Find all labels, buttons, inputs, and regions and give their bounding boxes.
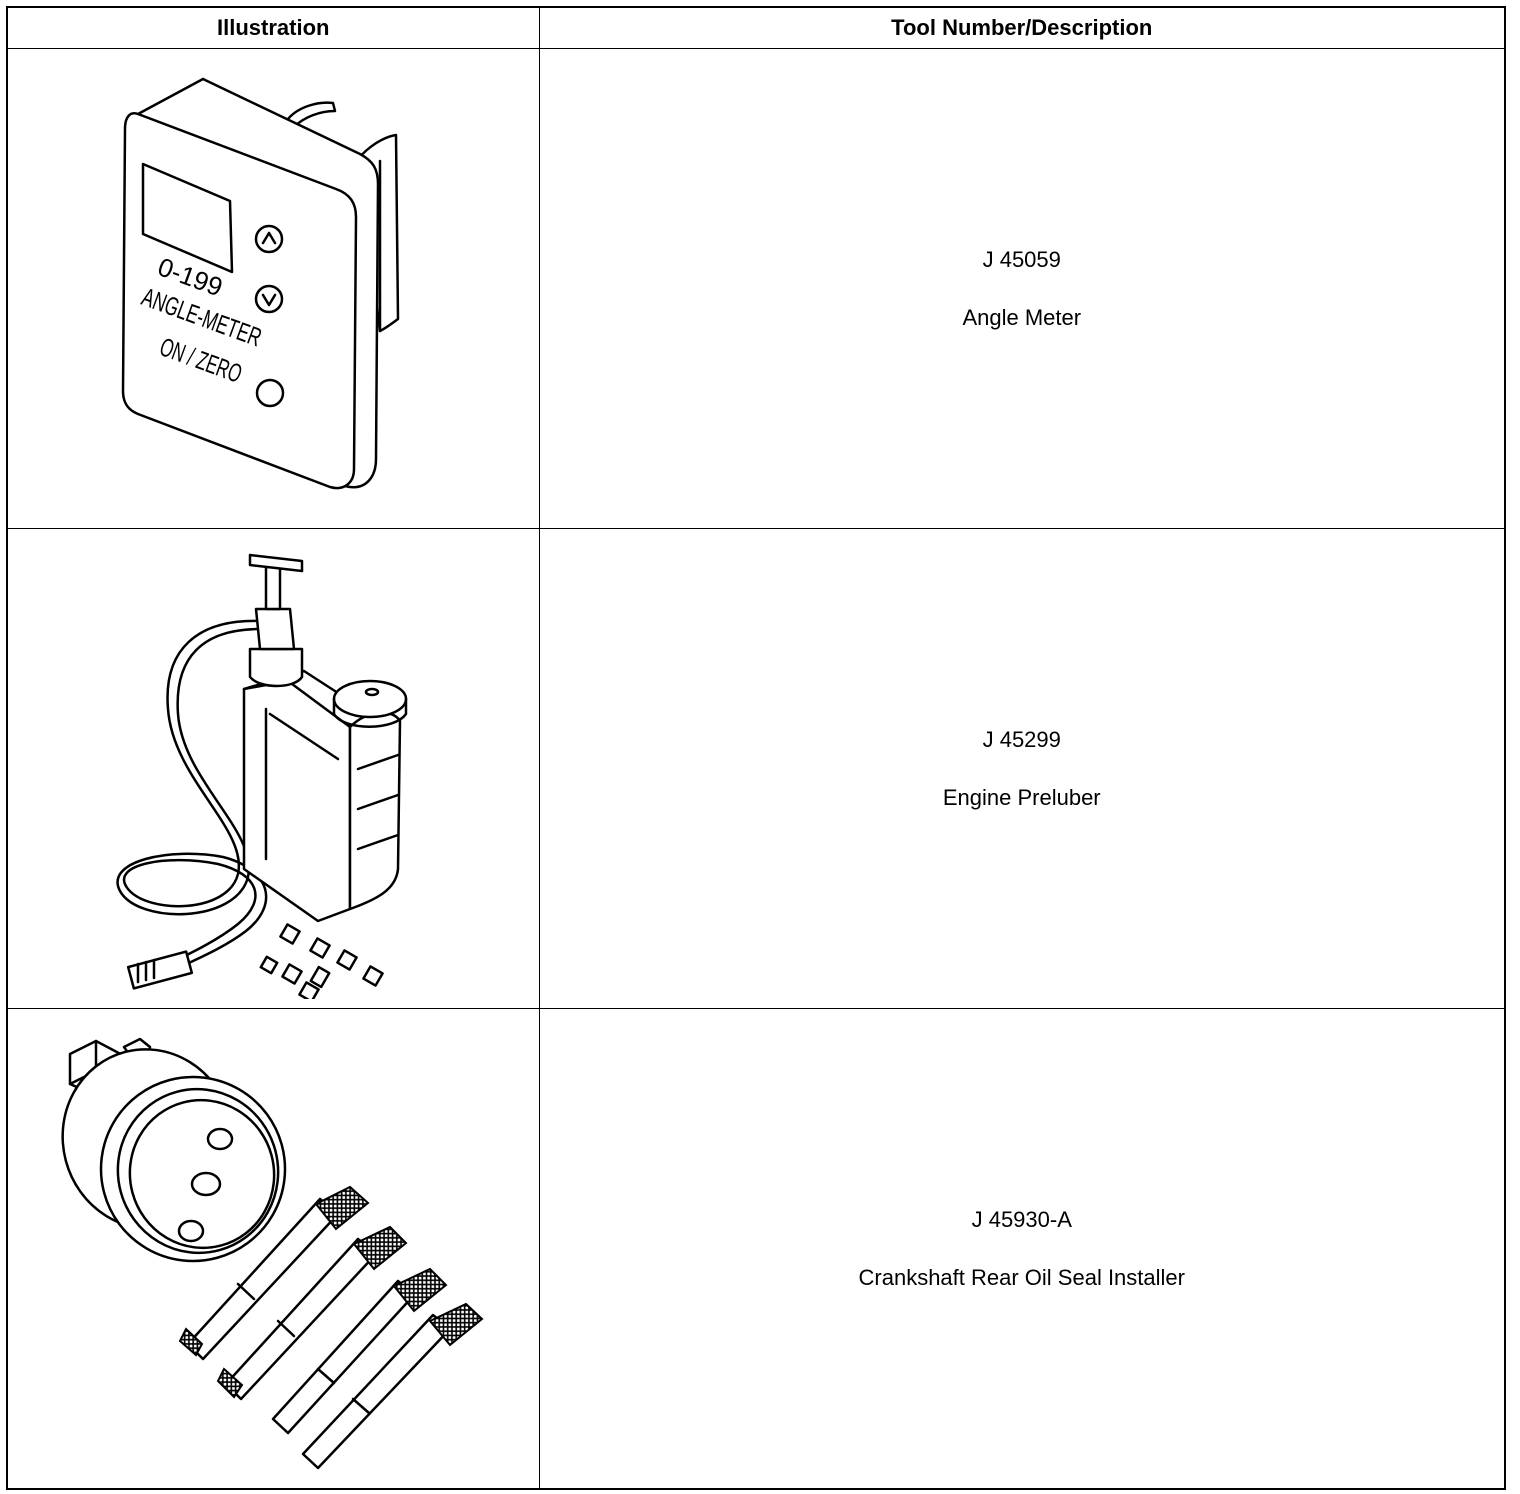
illustration-cell (6, 528, 540, 1009)
tool-number: J 45059 (982, 246, 1061, 272)
description-cell: J 45059 Angle Meter (538, 48, 1506, 529)
description-cell: J 45930-A Crankshaft Rear Oil Seal Insta… (538, 1008, 1506, 1490)
seal-installer-icon (61, 1037, 484, 1469)
description-cell: J 45299 Engine Preluber (538, 528, 1506, 1009)
table-row: J 45930-A Crankshaft Rear Oil Seal Insta… (6, 1008, 1506, 1490)
illustration-cell (6, 1008, 540, 1490)
tool-number: J 45299 (982, 726, 1061, 752)
special-tools-table: Illustration Tool Number/Description (6, 6, 1506, 1490)
table-header-row: Illustration Tool Number/Description (6, 6, 1506, 49)
tool-description: Angle Meter (962, 304, 1082, 330)
header-illustration: Illustration (6, 6, 540, 49)
table-row: 0-199 ANGLE-METER ON / ZERO J 45059 Angl… (6, 48, 1506, 529)
tool-description: Crankshaft Rear Oil Seal Installer (858, 1264, 1185, 1290)
header-tool-number-description: Tool Number/Description (538, 6, 1506, 49)
tool-description: Engine Preluber (942, 784, 1101, 810)
engine-preluber-icon (116, 553, 408, 999)
illustration-cell: 0-199 ANGLE-METER ON / ZERO (6, 48, 540, 529)
angle-meter-icon: 0-199 ANGLE-METER ON / ZERO (122, 77, 400, 489)
table-row: J 45299 Engine Preluber (6, 528, 1506, 1009)
tool-number: J 45930-A (971, 1206, 1072, 1232)
